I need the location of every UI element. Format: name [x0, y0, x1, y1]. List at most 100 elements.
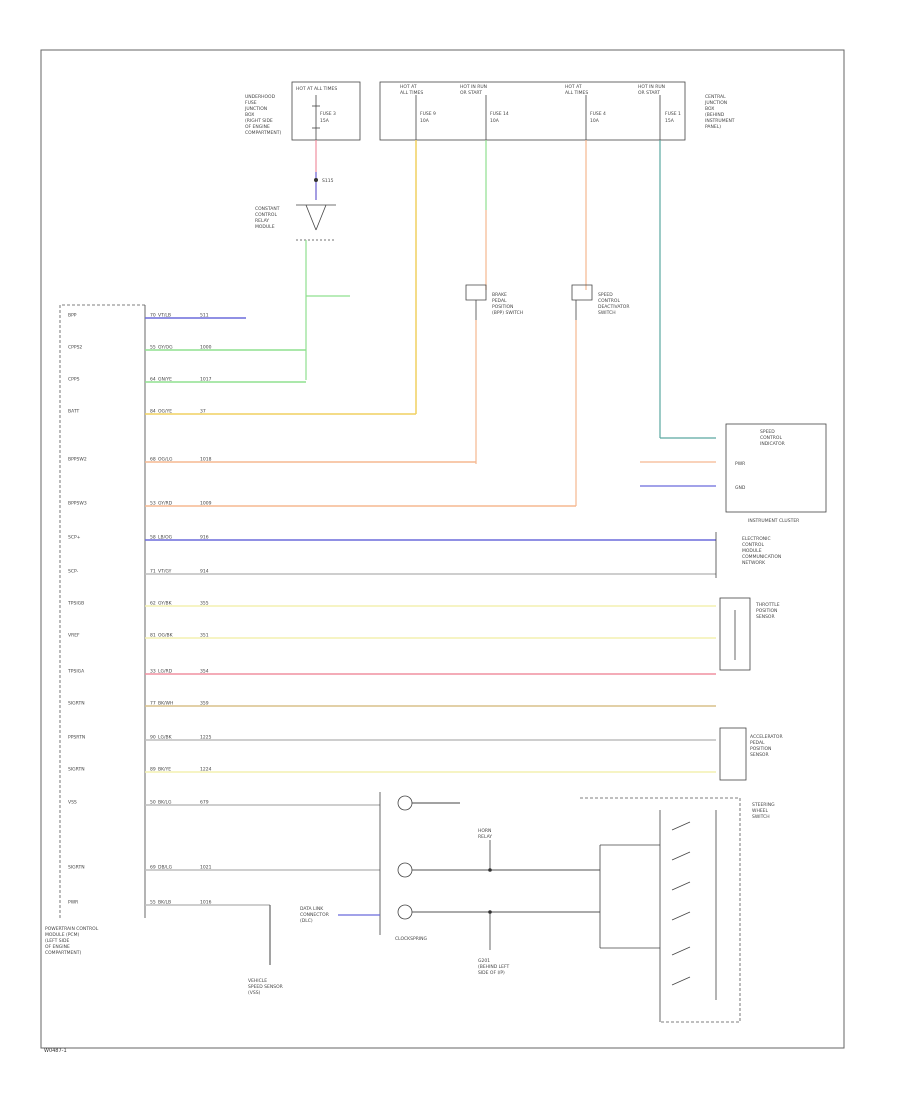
pin-name: PPSRTN: [68, 735, 85, 741]
fuse-label: HOT AT ALL TIMES: [296, 86, 337, 92]
pin-number: 33: [150, 669, 156, 675]
pin-number: 55: [150, 345, 156, 351]
relay-module: CONSTANT CONTROL RELAY MODULE: [255, 204, 336, 241]
pin-name: PWR: [68, 900, 78, 906]
svg-text:SIDE OF I/P): SIDE OF I/P): [478, 970, 505, 976]
svg-text:FUSE 14: FUSE 14: [490, 111, 509, 117]
svg-text:MODULE: MODULE: [742, 548, 762, 554]
central-box-label: CENTRAL JUNCTION BOX (BEHIND INSTRUMENT …: [704, 94, 735, 130]
svg-text:CLOCKSPRING: CLOCKSPRING: [395, 936, 428, 942]
cluster-label: INSTRUMENT CLUSTER: [748, 518, 799, 524]
svg-text:SWITCH: SWITCH: [598, 310, 616, 316]
svg-text:BOX: BOX: [245, 112, 254, 118]
svg-text:COMPARTMENT): COMPARTMENT): [245, 130, 281, 136]
svg-text:DEACTIVATOR: DEACTIVATOR: [598, 304, 629, 310]
ground-label: VEHICLE SPEED SENSOR (VSS): [248, 978, 283, 996]
svg-text:STEERING: STEERING: [752, 802, 775, 808]
fuse-label: 15A: [320, 118, 330, 124]
pin-name: BATT: [68, 409, 79, 415]
pin-wire-color: GY/RD: [158, 501, 173, 507]
pin-name: SCP-: [68, 569, 79, 575]
svg-text:PWR: PWR: [735, 461, 745, 467]
svg-text:BRAKE: BRAKE: [492, 292, 507, 298]
pin-circuit: 1000: [200, 345, 212, 351]
svg-text:HOT IN RUN: HOT IN RUN: [460, 84, 487, 90]
pin-circuit: 511: [200, 313, 209, 319]
data-bus-component: ELECTRONIC CONTROL MODULE COMMUNICATION …: [715, 532, 781, 578]
svg-text:SENSOR: SENSOR: [750, 752, 769, 758]
pin-name: VSS: [68, 800, 77, 806]
pin-name: TPSIGA: [67, 669, 85, 675]
svg-text:MODULE (PCM): MODULE (PCM): [45, 932, 79, 938]
svg-text:OF ENGINE: OF ENGINE: [245, 124, 270, 130]
svg-text:OR START: OR START: [460, 90, 482, 96]
svg-text:OF ENGINE: OF ENGINE: [45, 944, 70, 950]
svg-text:CONNECTOR: CONNECTOR: [300, 912, 329, 918]
svg-text:POSITION: POSITION: [492, 304, 513, 310]
svg-text:15A: 15A: [665, 118, 675, 124]
footer-code: W0487-1: [44, 1048, 67, 1054]
pin-circuit: 351: [200, 633, 209, 639]
instrument-cluster: SPEED CONTROL INDICATOR PWR GND INSTRUME…: [725, 423, 827, 524]
svg-text:MODULE: MODULE: [255, 224, 275, 230]
pin-wire-color: DB/LG: [158, 865, 173, 871]
svg-text:CENTRAL: CENTRAL: [705, 94, 726, 100]
svg-text:(BEHIND: (BEHIND: [705, 112, 725, 118]
pin-name: CPPS: [68, 377, 80, 383]
clockspring: CLOCKSPRING: [379, 792, 428, 942]
underhood-fuse-box: HOT AT ALL TIMES FUSE 3 15A: [291, 81, 361, 141]
pin-number: 53: [150, 501, 156, 507]
svg-text:10A: 10A: [590, 118, 600, 124]
svg-text:FUSE: FUSE: [245, 100, 257, 106]
svg-text:UNDERHOOD: UNDERHOOD: [245, 94, 276, 100]
pin-circuit: 1224: [200, 767, 212, 773]
svg-text:POSITION: POSITION: [756, 608, 777, 614]
pin-number: 81: [150, 633, 156, 639]
pin-wire-color: GY/BK: [158, 601, 173, 607]
splice-label: S115: [322, 178, 334, 184]
pin-circuit: 354: [200, 669, 209, 675]
central-junction-box: HOT AT ALL TIMES FUSE 9 10A HOT IN RUN O…: [379, 81, 686, 141]
svg-text:SPEED: SPEED: [760, 429, 775, 435]
svg-text:VEHICLE: VEHICLE: [248, 978, 267, 984]
brake-pedal-switch: BRAKE PEDAL POSITION (BPP) SWITCH: [465, 284, 523, 320]
svg-text:WHEEL: WHEEL: [752, 808, 769, 814]
svg-text:HORN: HORN: [478, 828, 491, 834]
pcm-module-outline: [59, 304, 145, 918]
pin-wire-color: GN/YE: [158, 377, 172, 383]
pin-number: 50: [150, 800, 156, 806]
pin-number: 90: [150, 735, 156, 741]
svg-text:(DLC): (DLC): [300, 918, 313, 924]
svg-text:BOX: BOX: [705, 106, 714, 112]
svg-text:CONTROL: CONTROL: [760, 435, 782, 441]
pin-name: TPSIGB: [67, 601, 84, 607]
svg-text:FUSE 4: FUSE 4: [590, 111, 606, 117]
pin-number: 58: [150, 535, 156, 541]
svg-text:CONTROL: CONTROL: [598, 298, 620, 304]
svg-text:ALL TIMES: ALL TIMES: [400, 90, 423, 96]
pin-circuit: 1225: [200, 735, 212, 741]
svg-text:(BPP) SWITCH: (BPP) SWITCH: [492, 310, 523, 316]
pin-number: 69: [150, 865, 156, 871]
pin-circuit: 355: [200, 601, 209, 607]
pin-wire-color: VT/GY: [158, 569, 172, 575]
pin-circuit: 1009: [200, 501, 212, 507]
pin-circuit: 914: [200, 569, 209, 575]
pin-wire-color: VT/LB: [158, 313, 171, 319]
pin-circuit: 1021: [200, 865, 212, 871]
svg-text:NETWORK: NETWORK: [742, 560, 766, 566]
svg-text:10A: 10A: [490, 118, 500, 124]
svg-text:PEDAL: PEDAL: [750, 740, 765, 746]
pin-wire-color: BK/LG: [158, 800, 172, 806]
pin-wire-color: GY/OG: [158, 345, 173, 351]
svg-text:(RIGHT SIDE: (RIGHT SIDE: [245, 118, 273, 124]
svg-text:POSITION: POSITION: [750, 746, 771, 752]
pin-number: 84: [150, 409, 156, 415]
pin-circuit: 359: [200, 701, 209, 707]
pin-circuit: 1017: [200, 377, 212, 383]
pin-wire-color: LB/OG: [158, 535, 173, 541]
svg-text:RELAY: RELAY: [478, 834, 492, 840]
svg-text:COMPARTMENT): COMPARTMENT): [45, 950, 81, 956]
pin-name: SIGRTN: [68, 865, 85, 871]
